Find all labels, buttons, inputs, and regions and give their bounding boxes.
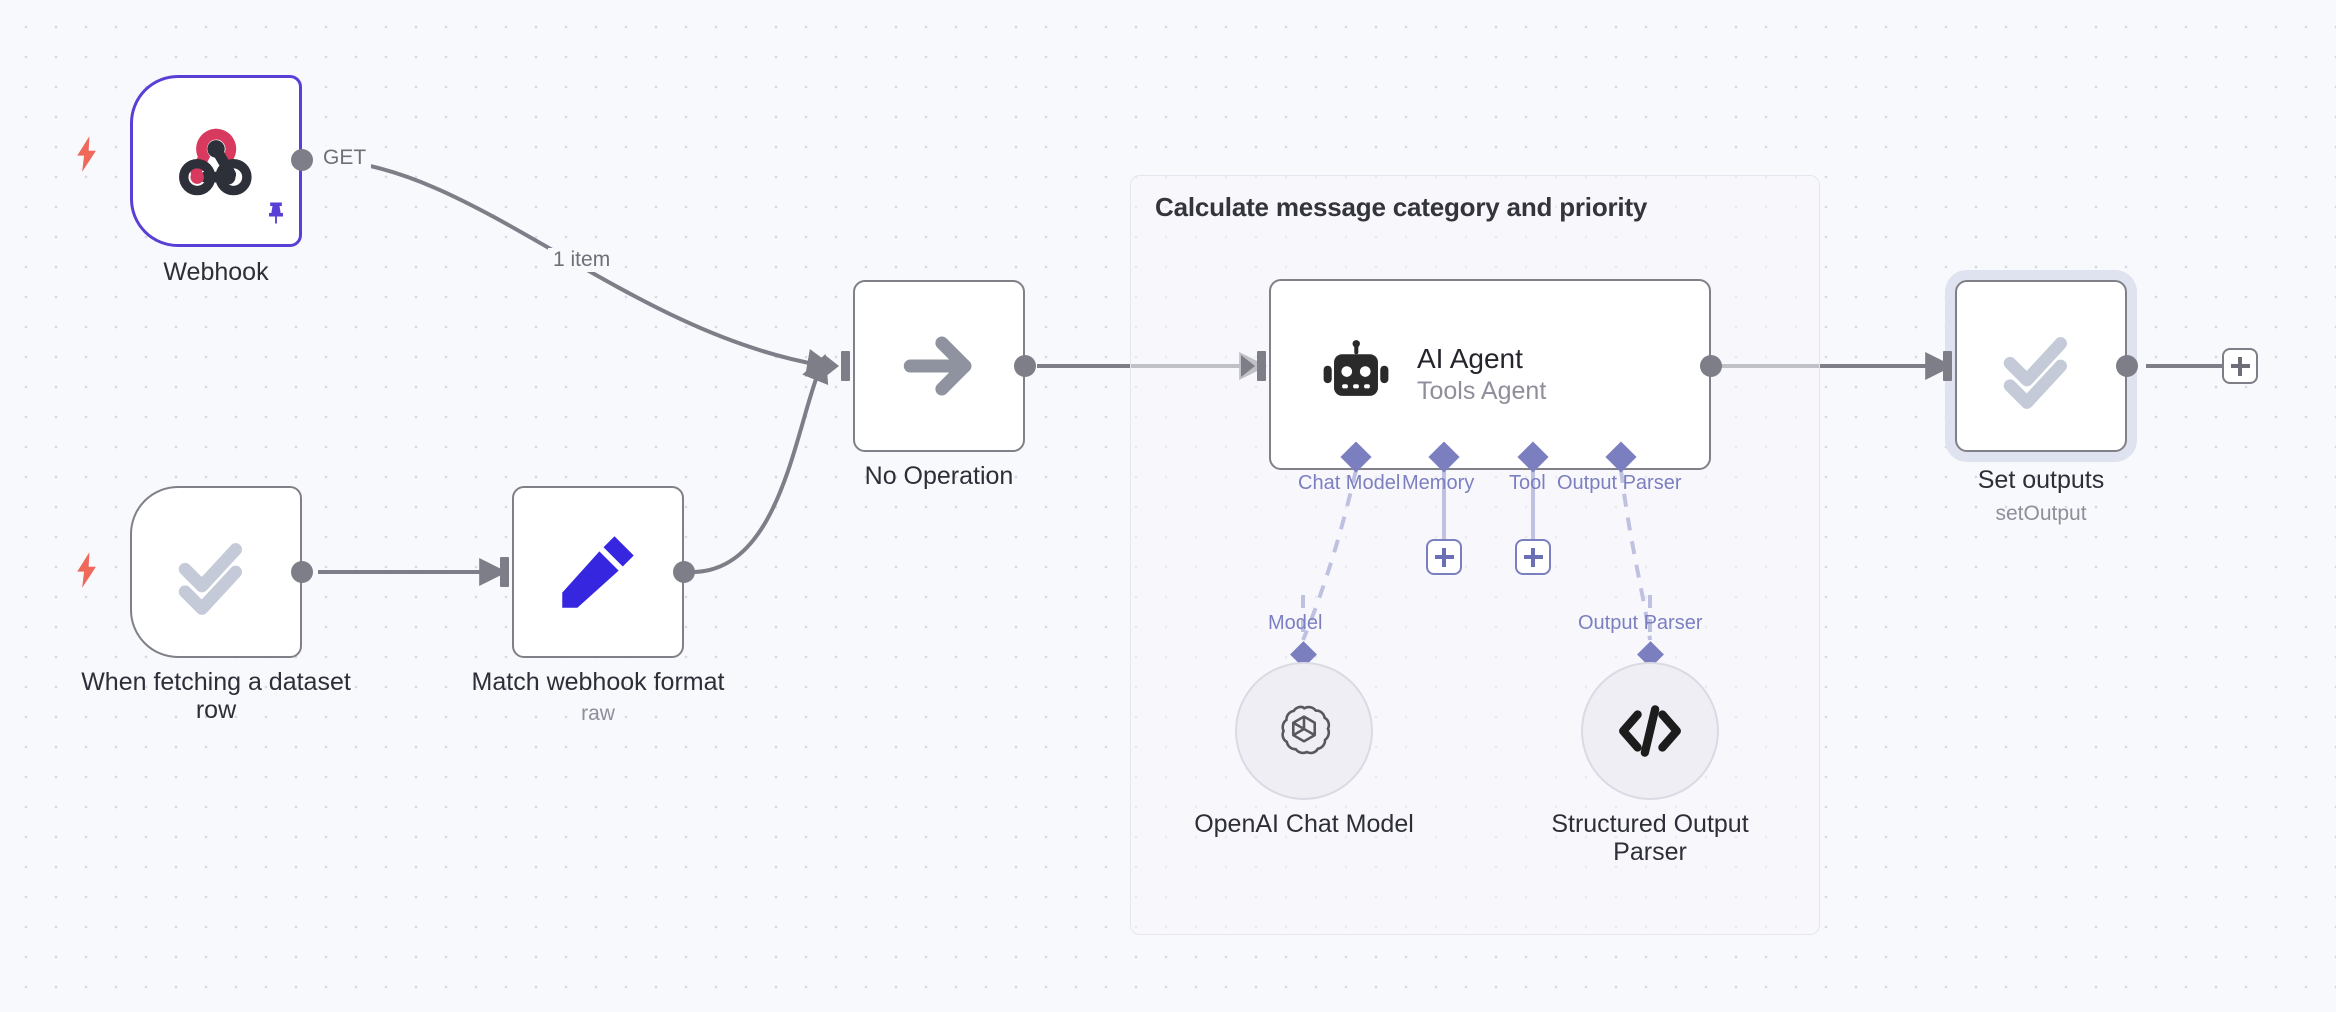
arrow-right-icon [903,336,972,396]
plus-icon-2 [1523,547,1543,567]
webhook-icon [179,128,252,196]
add-tool-button[interactable] [1515,539,1551,575]
port-ai-agent-input-arrow [1241,355,1255,377]
pin-icon [262,198,290,228]
pencil-icon [562,536,634,608]
port-match-webhook-output[interactable] [673,561,695,583]
node-webhook-label: Webhook [163,258,269,286]
robot-icon [1323,339,1389,396]
group-title: Calculate message category and priority [1155,192,1648,222]
port-label-output-parser: Output Parser [1557,472,1682,494]
sub-connection-label-model: Model [1268,612,1323,634]
node-when-fetching-dataset-row[interactable] [130,486,302,658]
port-no-operation-output[interactable] [1014,355,1036,377]
port-set-outputs-input[interactable] [1943,351,1952,381]
trigger-bolt-icon-2 [74,552,100,588]
node-match-webhook-format-sublabel: raw [581,702,615,725]
port-set-outputs-output[interactable] [2116,355,2138,377]
node-structured-output-parser-label: Structured Output Parser [1551,810,1749,866]
port-label-tool: Tool [1509,472,1546,494]
port-ai-agent-output[interactable] [1700,355,1722,377]
port-webhook-output[interactable] [291,149,313,171]
openai-icon [1281,705,1331,755]
node-openai-chat-model[interactable] [1235,662,1373,800]
double-check-icon-2 [2003,337,2068,409]
node-set-outputs-label: Set outputs [1977,466,2105,494]
node-webhook[interactable] [130,75,302,247]
port-label-chat-model: Chat Model [1298,472,1401,494]
port-match-webhook-input-arrow [484,561,498,583]
port-match-webhook-input[interactable] [500,557,509,587]
port-ai-agent-input[interactable] [1257,351,1266,381]
node-structured-output-parser[interactable] [1581,662,1719,800]
node-ai-agent-sublabel: Tools Agent [1417,376,1547,405]
port-no-operation-input[interactable] [841,351,850,381]
edge-label-webhook-method: GET [318,146,372,170]
node-openai-chat-model-label: OpenAI Chat Model [1194,810,1414,838]
node-set-outputs[interactable] [1955,280,2127,452]
node-match-webhook-format[interactable] [512,486,684,658]
plus-icon [1434,547,1454,567]
port-set-outputs-input-arrow [1927,355,1941,377]
port-when-fetching-output[interactable] [291,561,313,583]
node-set-outputs-sublabel: setOutput [1995,502,2087,525]
port-no-operation-input-arrow [825,355,839,377]
sub-connection-label-output-parser: Output Parser [1578,612,1703,634]
node-match-webhook-format-label: Match webhook format [471,668,725,696]
edge-label-webhook-items: 1 item [548,248,616,272]
node-ai-agent-text: AI Agent Tools Agent [1417,343,1546,405]
plus-icon-3 [2230,356,2250,376]
node-ai-agent-label: AI Agent [1417,343,1523,375]
port-label-memory: Memory [1402,472,1475,494]
add-node-after-set-outputs-button[interactable] [2222,348,2258,384]
code-brackets-icon [1619,705,1681,757]
add-memory-button[interactable] [1426,539,1462,575]
node-ai-agent[interactable]: AI Agent Tools Agent [1269,279,1711,470]
node-no-operation-label: No Operation [864,462,1014,490]
node-when-fetching-dataset-row-label: When fetching a dataset row [81,668,351,724]
trigger-bolt-icon [74,136,100,172]
node-no-operation[interactable] [853,280,1025,452]
double-check-icon [178,543,243,615]
